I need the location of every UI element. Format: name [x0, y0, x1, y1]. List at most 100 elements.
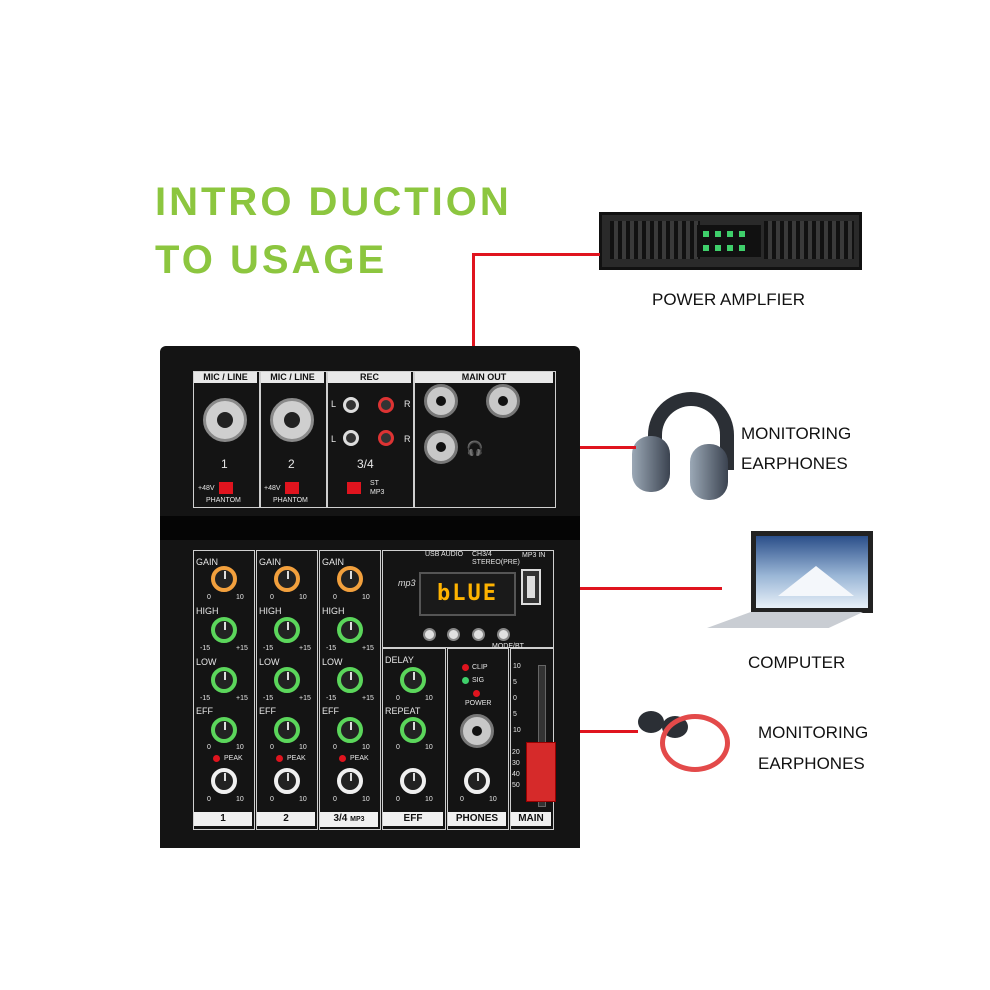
ch1-phantom-voltage: +48V — [198, 485, 215, 492]
peak-label: PEAK — [350, 755, 369, 762]
mode-bt-label: MODE/BT — [492, 643, 524, 650]
headphones-label-line-1: MONITORING — [741, 424, 852, 443]
ch2-eff-knob[interactable] — [274, 717, 300, 743]
ch34-footer-number: 3/4 — [333, 813, 348, 824]
ch1-high-knob[interactable] — [211, 617, 237, 643]
phones-output-jack[interactable] — [424, 430, 458, 464]
amp-wire-top — [472, 253, 600, 256]
ch1-level-knob[interactable] — [211, 768, 237, 794]
ch34-peak-led — [339, 755, 346, 762]
scale-min: 0 — [207, 796, 211, 803]
eff-level-knob[interactable] — [400, 768, 426, 794]
ch1-footer: 1 — [194, 812, 252, 826]
amp-wire-drop — [472, 253, 475, 373]
meter-tick-label: 10 — [513, 663, 521, 670]
ch34-right-label: R — [404, 434, 411, 444]
headphone-icon: 🎧 — [466, 440, 484, 456]
power-amplifier-image — [599, 212, 862, 270]
ch2-low-knob[interactable] — [274, 667, 300, 693]
scale-max: +15 — [236, 645, 248, 652]
ch34-high-knob[interactable] — [337, 617, 363, 643]
mp3-in-label: MP3 IN — [522, 552, 546, 559]
delay-label: DELAY — [385, 655, 414, 665]
scale-min: -15 — [326, 695, 337, 702]
scale-min: 0 — [207, 744, 211, 751]
scale-max: 10 — [362, 594, 370, 601]
scale-min: 0 — [207, 594, 211, 601]
ch34-strip — [319, 550, 381, 830]
delay-knob[interactable] — [400, 667, 426, 693]
ch1-gain-knob[interactable] — [211, 566, 237, 592]
ch1-eff-knob[interactable] — [211, 717, 237, 743]
low-label: LOW — [322, 657, 343, 667]
st-mp3-switch[interactable] — [347, 482, 361, 494]
ch34-level-knob[interactable] — [337, 768, 363, 794]
scale-max: 10 — [425, 796, 433, 803]
scale-min: -15 — [263, 695, 274, 702]
usb-audio-label: USB AUDIO — [425, 551, 464, 558]
meter-tick-label: 50 — [512, 782, 520, 789]
ch1-low-knob[interactable] — [211, 667, 237, 693]
ch2-header: MIC / LINE — [261, 372, 324, 383]
meter-tick-label: 40 — [512, 771, 520, 778]
ch2-xlr-combo-jack[interactable] — [270, 398, 314, 442]
rec-section — [327, 371, 414, 508]
ch34-gain-knob[interactable] — [337, 566, 363, 592]
ch2-input-section — [260, 371, 327, 508]
ch1-xlr-combo-jack[interactable] — [203, 398, 247, 442]
phones-jack[interactable] — [460, 714, 494, 748]
mixer-divider — [160, 516, 580, 540]
next-button[interactable] — [472, 628, 485, 641]
scale-min: 0 — [396, 796, 400, 803]
ch2-strip — [256, 550, 318, 830]
main-fader-track — [538, 665, 546, 807]
meter-tick-label: 10 — [513, 727, 521, 734]
ch1-input-section — [193, 371, 260, 508]
play-pause-button[interactable] — [423, 628, 436, 641]
ch1-phantom-switch[interactable] — [219, 482, 233, 494]
ch2-gain-knob[interactable] — [274, 566, 300, 592]
main-out-left-jack[interactable] — [424, 384, 458, 418]
ch34-low-knob[interactable] — [337, 667, 363, 693]
mode-bt-button[interactable] — [497, 628, 510, 641]
ch34-usb-label: CH3/4 — [472, 551, 492, 558]
ch2-phantom-label: PHANTOM — [273, 497, 308, 504]
scale-min: 0 — [333, 796, 337, 803]
ch2-phantom-switch[interactable] — [285, 482, 299, 494]
main-out-right-jack[interactable] — [486, 384, 520, 418]
ch34-rca-right[interactable] — [378, 430, 394, 446]
scale-min: 0 — [333, 744, 337, 751]
ch2-number: 2 — [288, 457, 295, 471]
repeat-knob[interactable] — [400, 717, 426, 743]
usb-port[interactable] — [521, 569, 541, 605]
previous-button[interactable] — [447, 628, 460, 641]
phones-level-knob[interactable] — [464, 768, 490, 794]
ch1-peak-led — [213, 755, 220, 762]
scale-max: 10 — [299, 744, 307, 751]
gain-label: GAIN — [196, 557, 219, 567]
peak-label: PEAK — [224, 755, 243, 762]
ch2-level-knob[interactable] — [274, 768, 300, 794]
earbuds-label-line-1: MONITORING — [758, 723, 869, 742]
ch34-rca-left[interactable] — [343, 430, 359, 446]
earbuds-label-line-2: EARPHONES — [758, 754, 865, 773]
power-amplifier-label: POWER AMPLFIER — [652, 290, 806, 309]
ch34-eff-knob[interactable] — [337, 717, 363, 743]
rec-rca-right[interactable] — [378, 397, 394, 413]
ch1-number: 1 — [221, 457, 228, 471]
rec-rca-left[interactable] — [343, 397, 359, 413]
main-fader-handle[interactable] — [526, 742, 556, 802]
scale-max: 10 — [425, 695, 433, 702]
eff-footer: EFF — [383, 812, 443, 826]
scale-max: 10 — [489, 796, 497, 803]
eff-label: EFF — [322, 706, 339, 716]
ch34-footer: 3/4 MP3 — [320, 812, 378, 827]
scale-max: 10 — [425, 744, 433, 751]
scale-max: +15 — [299, 695, 311, 702]
clip-led — [462, 664, 469, 671]
ch2-footer: 2 — [257, 812, 315, 826]
ch2-high-knob[interactable] — [274, 617, 300, 643]
scale-max: 10 — [236, 594, 244, 601]
scale-min: 0 — [270, 744, 274, 751]
scale-min: 0 — [270, 796, 274, 803]
